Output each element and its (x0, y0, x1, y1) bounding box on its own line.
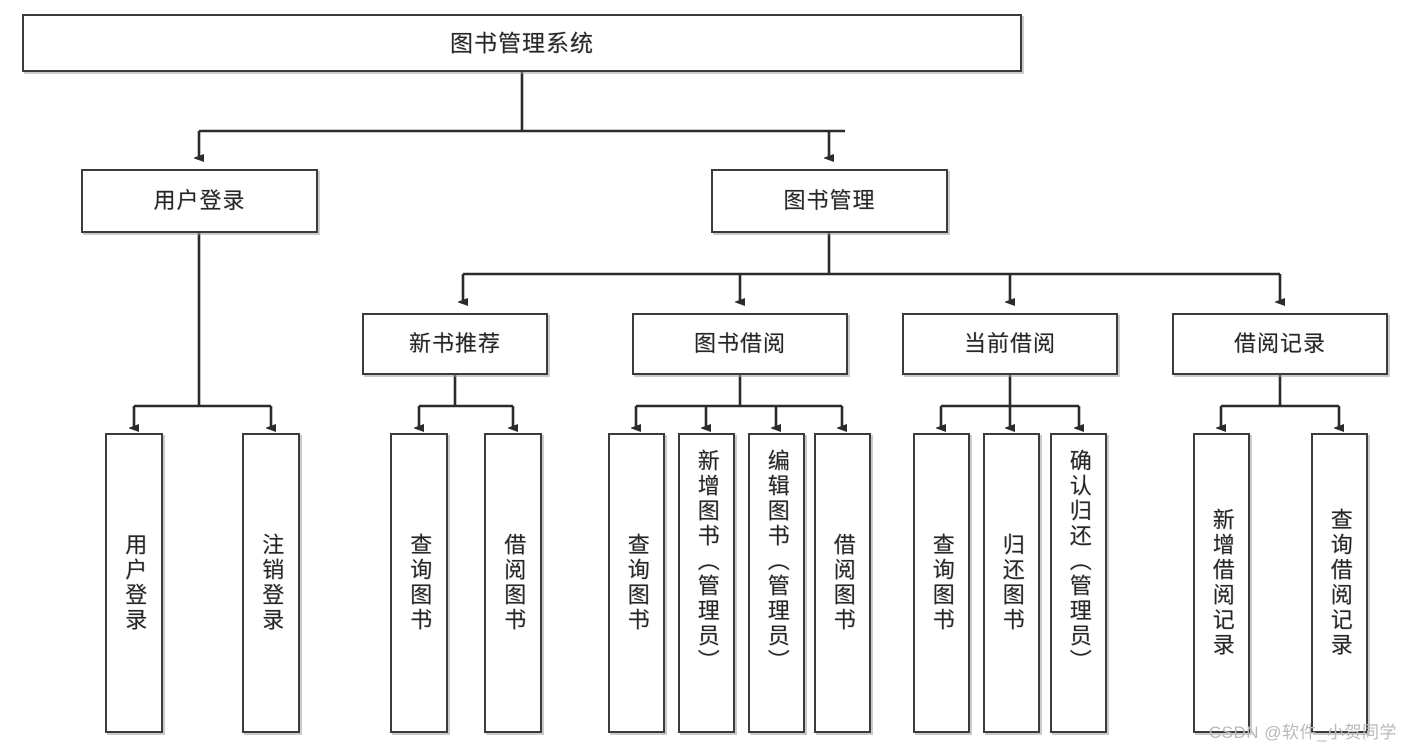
node-new-book-recommend-label: 新书推荐 (408, 331, 501, 357)
node-book-management[interactable]: 图书管理 (711, 169, 948, 233)
leaf-user-login-signin[interactable]: 用户登录 (105, 433, 163, 733)
leaf-current-borrow-confirm[interactable]: 确认归还（管理员） (1050, 433, 1107, 733)
leaf-borrow-record-add-label: 新增借阅记录 (1209, 508, 1235, 658)
node-current-borrow-label: 当前借阅 (963, 331, 1056, 357)
leaf-new-book-borrow-label: 借阅图书 (501, 533, 527, 633)
leaf-user-login-signout-label: 注销登录 (259, 533, 285, 633)
node-user-login-label: 用户登录 (153, 188, 246, 214)
leaf-book-borrow-add-label: 新增图书（管理员） (694, 449, 720, 674)
leaf-new-book-query[interactable]: 查询图书 (390, 433, 448, 733)
leaf-book-borrow-query[interactable]: 查询图书 (608, 433, 665, 733)
leaf-book-borrow-borrow-label: 借阅图书 (830, 533, 856, 633)
node-book-borrow[interactable]: 图书借阅 (632, 313, 848, 375)
leaf-book-borrow-query-label: 查询图书 (624, 533, 650, 633)
leaf-book-borrow-add[interactable]: 新增图书（管理员） (678, 433, 735, 733)
leaf-new-book-borrow[interactable]: 借阅图书 (484, 433, 542, 733)
leaf-new-book-query-label: 查询图书 (407, 533, 433, 633)
node-new-book-recommend[interactable]: 新书推荐 (362, 313, 548, 375)
leaf-borrow-record-add[interactable]: 新增借阅记录 (1193, 433, 1250, 733)
leaf-current-borrow-return[interactable]: 归还图书 (983, 433, 1040, 733)
node-borrow-record-label: 借阅记录 (1233, 331, 1326, 357)
node-current-borrow[interactable]: 当前借阅 (902, 313, 1118, 375)
leaf-book-borrow-borrow[interactable]: 借阅图书 (814, 433, 871, 733)
node-root-label: 图书管理系统 (450, 29, 594, 56)
leaf-borrow-record-query[interactable]: 查询借阅记录 (1311, 433, 1368, 733)
leaf-borrow-record-query-label: 查询借阅记录 (1327, 508, 1353, 658)
leaf-current-borrow-return-label: 归还图书 (999, 533, 1025, 633)
node-book-borrow-label: 图书借阅 (693, 331, 786, 357)
leaf-current-borrow-confirm-label: 确认归还（管理员） (1066, 449, 1092, 674)
watermark: CSDN @软件_小贺同学 (1208, 723, 1397, 742)
node-root[interactable]: 图书管理系统 (22, 14, 1022, 72)
node-user-login[interactable]: 用户登录 (81, 169, 318, 233)
leaf-book-borrow-edit[interactable]: 编辑图书（管理员） (748, 433, 805, 733)
leaf-current-borrow-query-label: 查询图书 (929, 533, 955, 633)
leaf-current-borrow-query[interactable]: 查询图书 (913, 433, 970, 733)
leaf-user-login-signout[interactable]: 注销登录 (242, 433, 300, 733)
node-book-management-label: 图书管理 (783, 188, 876, 214)
leaf-user-login-signin-label: 用户登录 (122, 533, 148, 633)
node-borrow-record[interactable]: 借阅记录 (1172, 313, 1388, 375)
leaf-book-borrow-edit-label: 编辑图书（管理员） (764, 449, 790, 674)
